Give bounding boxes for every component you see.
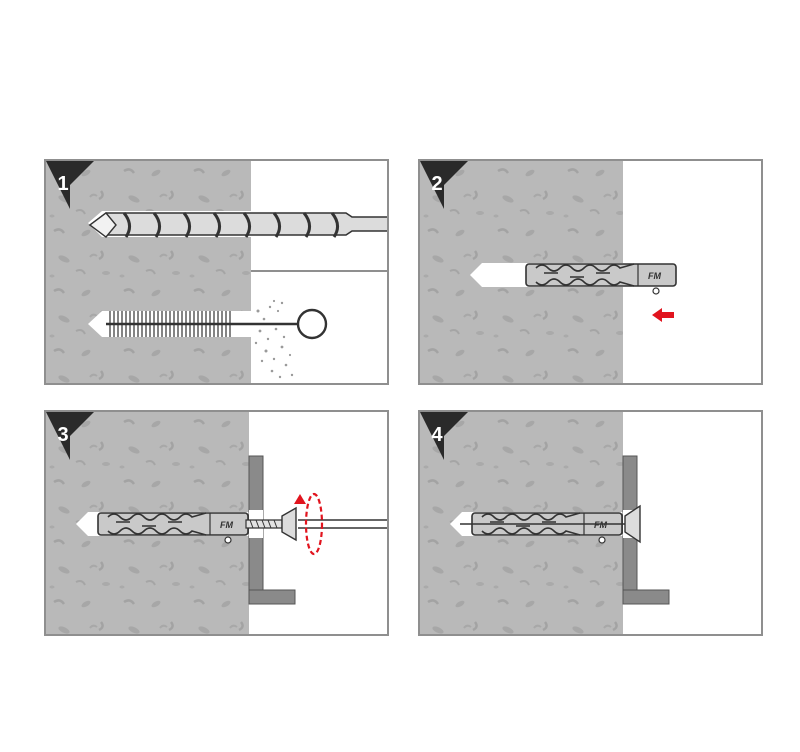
anchor-brand: FM: [594, 520, 607, 530]
step-badge: [46, 412, 94, 460]
step-badge: [420, 412, 468, 460]
wall-anchor: FM: [97, 512, 249, 544]
anchor-brand: FM: [220, 520, 233, 530]
step-number: 4: [431, 424, 443, 446]
wall-anchor: FM: [471, 512, 623, 544]
cleaning-brush: [106, 308, 328, 340]
step-2-illustration: FM: [420, 161, 677, 383]
wall-anchor: FM: [525, 263, 677, 295]
step-3-panel: FM 3: [44, 410, 389, 636]
step-number: 2: [431, 173, 443, 195]
step-1-illustration: [46, 161, 387, 383]
step-4-illustration: FM: [420, 412, 670, 634]
dust-particles: [254, 299, 294, 379]
drill-bit: [88, 212, 387, 238]
step-2-panel: FM 2: [418, 159, 763, 385]
screw: [460, 504, 641, 544]
step-number: 1: [57, 173, 69, 195]
step-1-panel: 1: [44, 159, 389, 385]
step-3-illustration: FM: [46, 412, 387, 634]
concrete-wall: [46, 161, 251, 383]
step-number: 3: [57, 424, 69, 446]
step-badge: [46, 161, 94, 209]
screwdriver: [298, 519, 387, 529]
anchor-brand: FM: [648, 271, 661, 281]
screw: [245, 506, 297, 542]
step-badge: [420, 161, 468, 209]
mounting-bracket: [248, 455, 296, 605]
step-4-panel: FM 4: [418, 410, 763, 636]
push-arrow-icon: [652, 308, 674, 322]
rotation-arrow-icon: [294, 492, 324, 556]
